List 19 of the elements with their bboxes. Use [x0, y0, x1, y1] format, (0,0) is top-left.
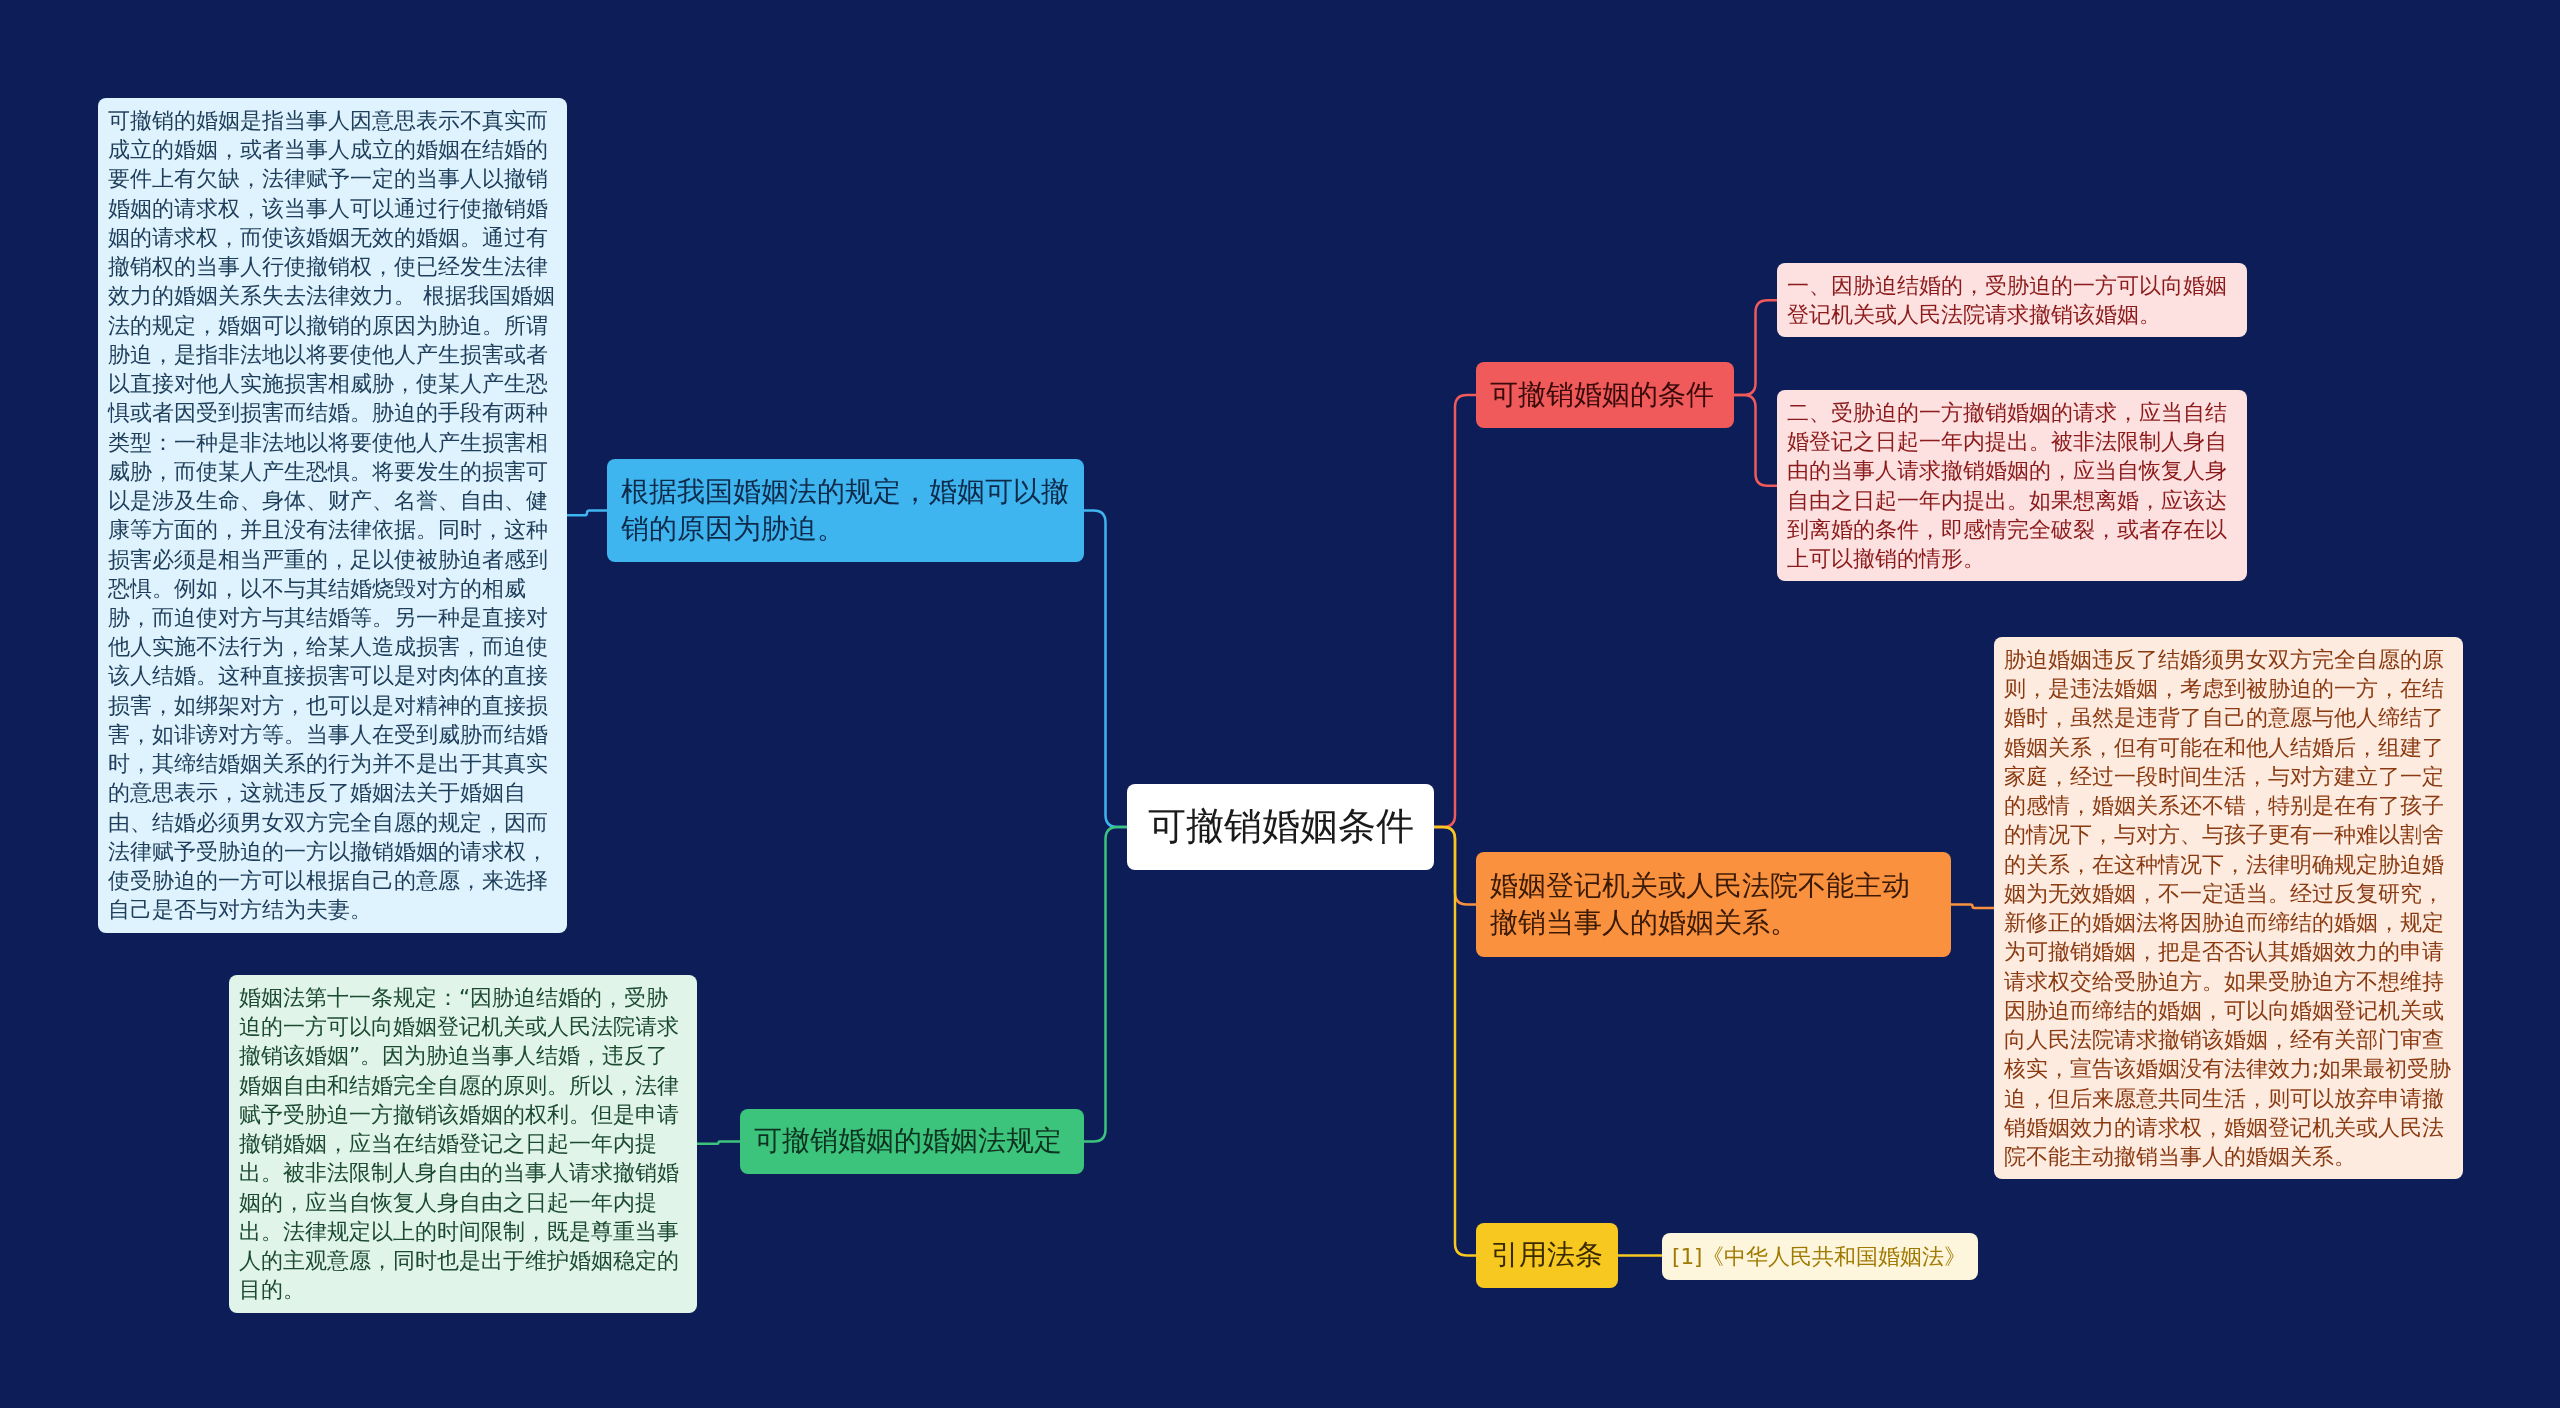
topic-box: 婚姻登记机关或人民法院不能主动撤销当事人的婚姻关系。: [1476, 852, 1951, 957]
note-box: 胁迫婚姻违反了结婚须男女双方完全自愿的原则，是违法婚姻，考虑到被胁迫的一方，在结婚时，虽然是违背了自己的意愿与他人缔结了婚姻关系，但有可能在和他人结婚后，组建了家庭，经过一段时间生活，与对方建立了一定的感情，婚姻关系还不错，特别是在有了孩子的情况下，与对方、与孩子更有一种难以割舍的关系，在这种情况下，法律明确规定胁迫婚姻为无效婚姻，不一定适当。经过反复研究，新修正的婚姻法将因胁迫而缔结的婚姻，规定为可撤销婚姻，把是否否认其婚姻效力的申请请求权交给受胁迫方。如果受胁迫方不想维持因胁迫而缔结的婚姻，可以向婚姻登记机关或向人民法院请求撤销该婚姻，经有关部门审查核实，宣告该婚姻没有法律效力;如果最初受胁迫，但后来愿意共同生活，则可以放弃申请撤销婚姻效力的请求权，婚姻登记机关或人民法院不能主动撤销当事人的婚姻关系。: [1994, 637, 2463, 1180]
connector-line: [1951, 903, 1994, 910]
connector-line: [1084, 825, 1127, 1143]
topic-box: 根据我国婚姻法的规定，婚姻可以撤销的原因为胁迫。: [607, 459, 1084, 562]
connector-line: [1734, 393, 1777, 487]
note-box: 二、受胁迫的一方撤销婚姻的请求，应当自结婚登记之日起一年内提出。被非法限制人身自由的当事人请求撤销婚姻的，应当自恢复人身自由之日起一年内提出。如果想离婚，应该达到离婚的条件，即感情完全破裂，或者存在以上可以撤销的情形。: [1777, 390, 2247, 582]
central-topic-box: 可撤销婚姻条件: [1127, 784, 1434, 870]
connector-line: [567, 509, 607, 517]
connector-line: [1618, 1254, 1662, 1257]
connector-line: [1434, 825, 1476, 1257]
note-box: 婚姻法第十一条规定：“因胁迫结婚的，受胁迫的一方可以向婚姻登记机关或人民法院请求撤销该婚姻”。因为胁迫当事人结婚，违反了婚姻自由和结婚完全自愿的原则。所以，法律赋予受胁迫一方撤销该婚姻的权利。但是申请撤销婚姻，应当在结婚登记之日起一年内提出。被非法限制人身自由的当事人请求撤销婚姻的，应当自恢复人身自由之日起一年内提出。法律规定以上的时间限制，既是尊重当事人的主观意愿，同时也是出于维护婚姻稳定的目的。: [229, 975, 697, 1313]
connector-line: [697, 1140, 740, 1146]
topic-box: 引用法条: [1476, 1223, 1618, 1288]
topic-box: 可撤销婚姻的婚姻法规定: [740, 1109, 1084, 1174]
reference-box: [1]《中华人民共和国婚姻法》: [1662, 1233, 1978, 1280]
note-box: 可撤销的婚姻是指当事人因意思表示不真实而成立的婚姻，或者当事人成立的婚姻在结婚的要件上有欠缺，法律赋予一定的当事人以撤销婚姻的请求权，该当事人可以通过行使撤销婚姻的请求权，而使该婚姻无效的婚姻。通过有撤销权的当事人行使撤销权，使已经发生法律效力的婚姻关系失去法律效力。 根据我国婚姻法的规定，婚姻可以撤销的原因为胁迫。所谓胁迫，是指非法地以将要使他人产生损害或者以直接对他人实施损害相威胁，使某人产生恐惧或者因受到损害而结婚。胁迫的手段有两种类型：一种是非法地以将要使他人产生损害相威胁，而使某人产生恐惧。将要发生的损害可以是涉及生命、身体、财产、名誉、自由、健康等方面的，并且没有法律依据。同时，这种损害必须是相当严重的，足以使被胁迫者感到恐惧。例如，以不与其结婚烧毁对方的相威胁，而迫使对方与其结婚等。另一种是直接对他人实施不法行为，给某人造成损害，而迫使该人结婚。这种直接损害可以是对肉体的直接损害，如绑架对方，也可以是对精神的直接损害，如诽谤对方等。当事人在受到威胁而结婚时，其缔结婚姻关系的行为并不是出于其真实的意思表示，这就违反了婚姻法关于婚姻自由、结婚必须男女双方完全自愿的规定，因而法律赋予受胁迫的一方以撤销婚姻的请求权，使受胁迫的一方可以根据自己的意愿，来选择自己是否与对方结为夫妻。: [98, 98, 567, 933]
topic-box: 可撤销婚姻的条件: [1476, 362, 1734, 428]
note-box: 一、因胁迫结婚的，受胁迫的一方可以向婚姻登记机关或人民法院请求撤销该婚姻。: [1777, 263, 2247, 338]
